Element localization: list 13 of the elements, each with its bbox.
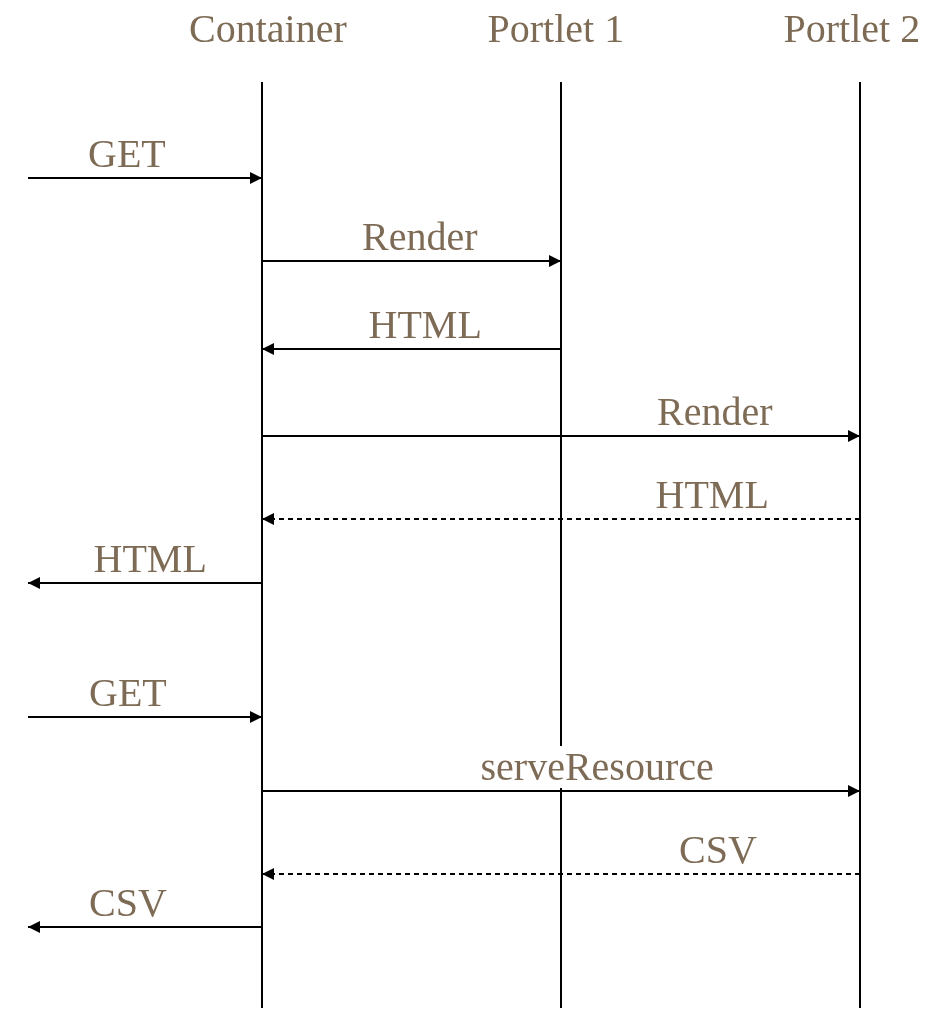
message-arrow [27,172,263,184]
lifeline-heading: Portlet 1 [487,6,625,52]
message-arrow [261,868,861,880]
message-arrow [261,513,861,525]
message-arrow [27,711,263,723]
lifeline-heading: Portlet 2 [783,6,921,52]
message-arrow [261,343,562,355]
lifeline-heading: Container [189,6,347,52]
message-arrow [27,921,263,933]
message-arrow [261,255,562,267]
message-arrow [27,577,263,589]
message-arrow [261,430,861,442]
message-arrow [261,785,861,797]
